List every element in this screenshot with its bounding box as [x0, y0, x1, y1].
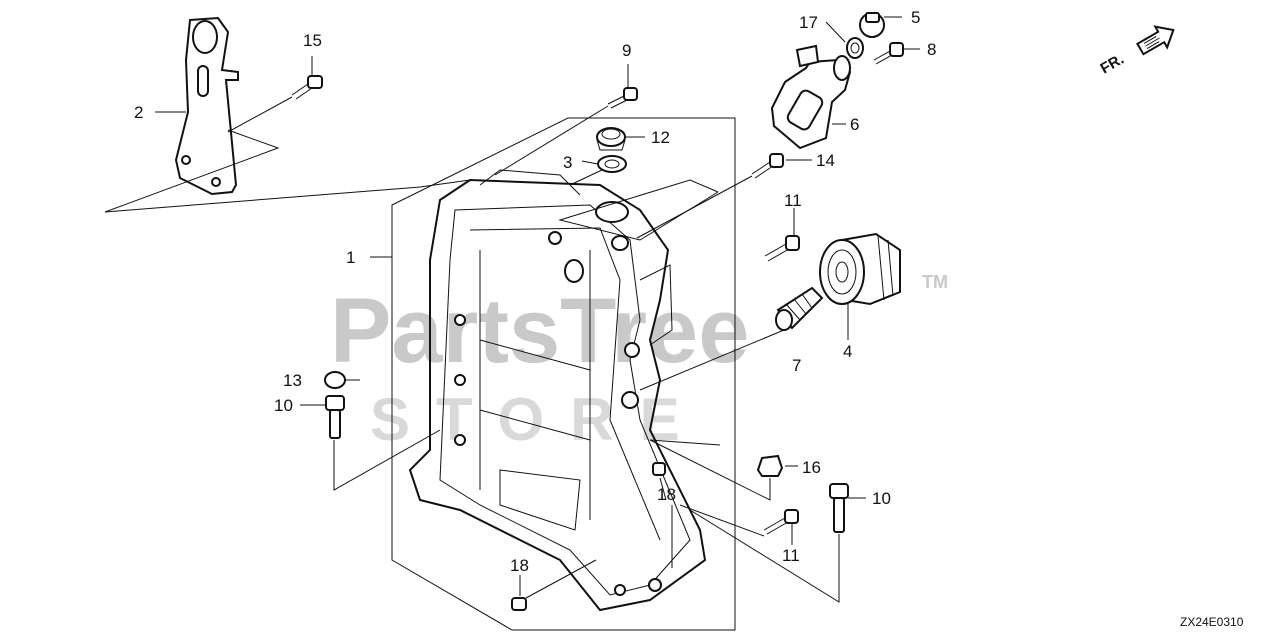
watermark: PartsTree TM STORE: [330, 272, 948, 453]
callout-11-lower: 11: [782, 546, 800, 565]
bolt-part: [291, 75, 323, 100]
cap-part: [596, 127, 626, 151]
callouts: 1 2 3 4 5 6 7 8 9 10 10 11 11 12 13 14 1…: [134, 8, 936, 575]
dowel-part: [652, 462, 666, 476]
callout-1: 1: [346, 248, 355, 267]
callout-18-lower: 18: [510, 556, 529, 575]
callout-9: 9: [622, 41, 631, 60]
callout-10-left: 10: [274, 396, 293, 415]
cap-nut-part: [756, 454, 784, 477]
callout-6: 6: [850, 115, 859, 134]
assembly-frame: [391, 117, 736, 631]
engine-cover-housing: [408, 169, 707, 612]
callout-15: 15: [303, 31, 322, 50]
callout-16: 16: [802, 458, 821, 477]
callout-12: 12: [651, 128, 670, 147]
callout-10-right: 10: [872, 489, 891, 508]
callout-3: 3: [563, 153, 572, 172]
front-indicator: FR.: [1098, 25, 1175, 78]
cap-part: [324, 371, 346, 389]
diagram-code: ZX24E0310: [1180, 615, 1244, 629]
callout-4: 4: [843, 342, 852, 361]
plug-part: [859, 12, 885, 38]
leader-lines: [104, 16, 920, 603]
washer-part: [597, 155, 627, 173]
arrow-right-icon: [1136, 25, 1175, 56]
callout-14: 14: [816, 151, 835, 170]
callout-8: 8: [927, 40, 936, 59]
callout-5: 5: [911, 8, 920, 27]
front-indicator-label: FR.: [1098, 51, 1127, 78]
bracket-part: [174, 16, 239, 196]
callout-17: 17: [799, 13, 818, 32]
callout-18-upper: 18: [657, 485, 676, 504]
threaded-stud-part: [775, 286, 824, 331]
oil-filter-part: [819, 232, 901, 306]
callout-13: 13: [283, 371, 302, 390]
dowel-part: [511, 597, 527, 611]
washer-part: [846, 37, 864, 59]
bolt-part: [607, 87, 638, 109]
bolt-part: [764, 235, 800, 262]
callout-2: 2: [134, 103, 143, 122]
bolt-part: [751, 153, 784, 179]
watermark-tm: TM: [922, 272, 948, 292]
elbow-fitting-part: [770, 44, 852, 150]
bolt-part: [873, 42, 904, 65]
callout-7: 7: [792, 356, 801, 375]
watermark-text: PartsTree: [330, 280, 749, 382]
bolt-part: [763, 509, 799, 535]
bolt-part: [325, 395, 345, 439]
callout-11-upper: 11: [784, 191, 802, 210]
bolt-part: [829, 483, 849, 533]
